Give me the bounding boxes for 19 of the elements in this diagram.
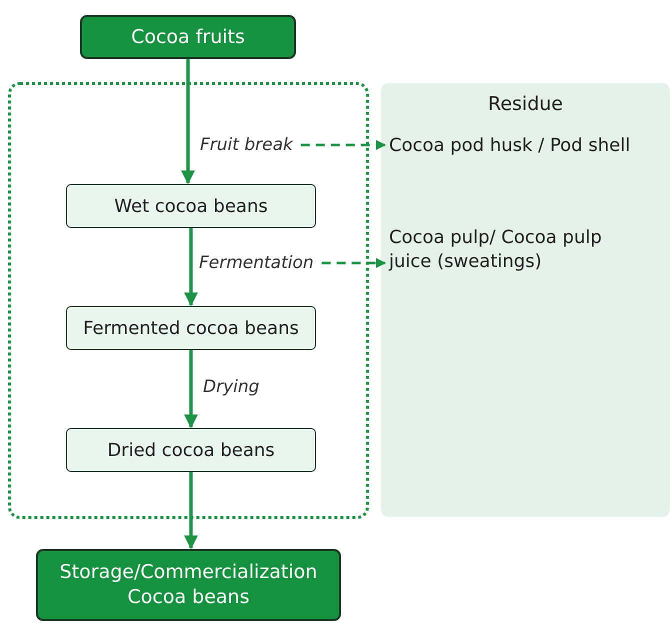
residue-text: Cocoa pulp/ Cocoa pulp juice (sweatings) xyxy=(389,226,639,275)
panel-heading: Residue xyxy=(488,93,563,115)
step-label: Fruit break xyxy=(200,135,293,155)
residue-panel xyxy=(381,83,670,517)
arrow xyxy=(184,472,198,550)
process-box: Storage/Commercialization Cocoa beans xyxy=(36,549,341,621)
dotted-group-frame xyxy=(8,82,369,519)
arrow xyxy=(184,228,198,306)
step-label: Fermentation xyxy=(199,253,314,273)
residue-text: Cocoa pod husk / Pod shell xyxy=(389,134,630,158)
process-box: Cocoa fruits xyxy=(80,15,296,59)
process-box: Fermented cocoa beans xyxy=(66,306,316,350)
arrow xyxy=(184,350,198,428)
dashed-arrow xyxy=(322,258,386,268)
edge-label: Drying xyxy=(203,376,260,396)
process-box: Dried cocoa beans xyxy=(66,428,316,472)
dashed-arrow xyxy=(300,140,386,150)
process-box: Wet cocoa beans xyxy=(66,184,316,228)
arrow xyxy=(181,59,195,184)
